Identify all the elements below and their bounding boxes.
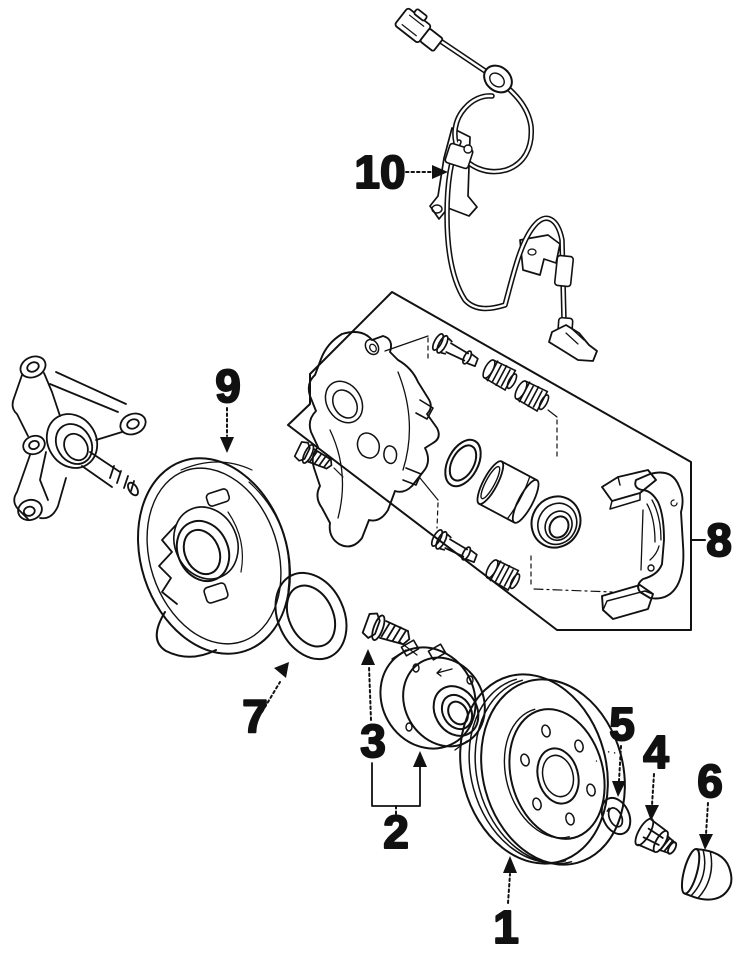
rotor-bolt-holes (520, 724, 596, 826)
callout-4-label: 4 (643, 726, 669, 778)
callout-2: 2 (371, 751, 427, 859)
upper-guide-pin (431, 333, 479, 368)
callout-3: 3 (359, 649, 387, 768)
abs-sensor-harness (394, 7, 598, 362)
caliper-assembly-box (287, 291, 706, 631)
callout-6-label: 6 (697, 755, 723, 807)
steering-knuckle (11, 355, 147, 522)
lock-bolt-leader (333, 467, 344, 478)
caliper-piston (476, 460, 540, 524)
callout-7: 7 (241, 662, 289, 743)
harness-connector (394, 7, 444, 52)
callouts: 10 9 8 7 3 2 1 (214, 145, 733, 954)
spindle-washer (600, 796, 632, 836)
brake-rotor (459, 673, 626, 866)
callout-10: 10 (353, 145, 448, 199)
callout-5: 5 (608, 697, 636, 797)
bolt-leader-line (399, 641, 418, 656)
callout-1-label: 1 (493, 901, 519, 953)
callout-5-label: 5 (609, 698, 635, 750)
hub-bolt (361, 612, 411, 646)
guide-pin-boot-lower (485, 559, 521, 591)
hub-bearing-assembly (379, 639, 486, 751)
grease-seal-ring (274, 571, 348, 661)
caliper-mounting-bracket (601, 469, 685, 620)
callout-8-label: 8 (706, 514, 732, 566)
assembly-leader-lines (384, 335, 613, 593)
harness-bracket-plate (519, 234, 561, 276)
harness-grommet (483, 64, 513, 94)
callout-9: 9 (214, 359, 242, 453)
guide-pin-boot-upper-b (514, 380, 550, 412)
brake-splash-shield (137, 457, 291, 658)
callout-4: 4 (642, 725, 670, 821)
spindle-nut (634, 817, 678, 855)
caliper-lock-bolt (293, 441, 333, 470)
rotation-arrow-stamp (436, 668, 453, 677)
piston-seal-ring (444, 438, 482, 488)
callout-9-label: 9 (215, 360, 241, 412)
sensor-wire (430, 33, 567, 323)
callout-3-label: 3 (360, 715, 386, 767)
callout-8: 8 (705, 513, 733, 567)
lower-guide-pin (430, 529, 478, 564)
piston-dust-boot (530, 495, 582, 549)
brake-caliper-body (307, 331, 440, 548)
guide-pin-boot-upper-a (482, 359, 518, 391)
callout-10-label: 10 (354, 146, 405, 198)
grease-cap (680, 848, 733, 901)
wire-sleeve (553, 254, 575, 288)
callout-6: 6 (696, 754, 724, 850)
callout-1: 1 (492, 856, 520, 954)
callout-7-label: 7 (242, 690, 268, 742)
